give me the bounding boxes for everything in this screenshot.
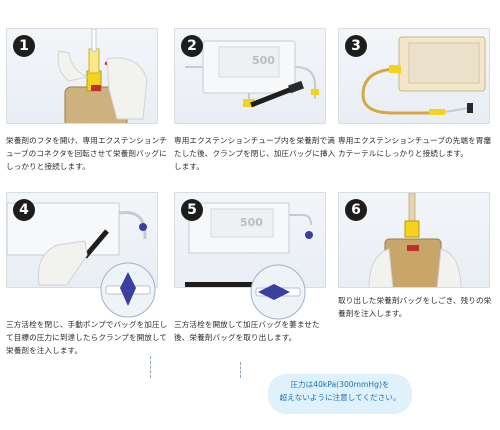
step-1-illustration bbox=[57, 29, 148, 123]
step-number: 6 bbox=[345, 199, 367, 221]
step-6-illustration bbox=[368, 193, 462, 287]
step-number: 2 bbox=[181, 35, 203, 57]
bag-label-5: 500 bbox=[240, 216, 263, 229]
leader-line-5 bbox=[240, 362, 241, 378]
step-4-caption: 三方活栓を閉じ、手動ポンプでバッグを加圧して目標の圧力に到達したらクランプを開放… bbox=[6, 320, 168, 355]
pressure-warning: 圧力は40kPa(300mmHg)を 超えないように注意してください。 bbox=[268, 374, 412, 414]
step-2-image: 2 bbox=[174, 28, 326, 124]
step-5-image: 5 bbox=[174, 192, 326, 288]
step-3-image: 3 bbox=[338, 28, 490, 124]
step-3-caption: 専用エクステンションチューブの先端を胃瘻カテーテルにしっかりと接続します。 bbox=[338, 136, 492, 158]
step-3-illustration bbox=[361, 36, 486, 115]
leader-line-4 bbox=[150, 356, 151, 378]
step-number: 1 bbox=[13, 35, 35, 57]
warning-line-2: 超えないように注意してください。 bbox=[279, 393, 401, 402]
step-number: 3 bbox=[345, 35, 367, 57]
step-6-caption: 取り出した栄養剤バッグをしごき、残りの栄養剤を注入します。 bbox=[338, 296, 492, 318]
step-number: 4 bbox=[13, 199, 35, 221]
step-2-caption: 専用エクステンションチューブ内を栄養剤で満たした後、クランプを閉じ、加圧バッグに… bbox=[174, 136, 336, 171]
step-6-image: 6 bbox=[338, 192, 490, 288]
step-5-illustration bbox=[185, 202, 313, 287]
step-2-illustration bbox=[185, 40, 319, 108]
bag-label-2: 500 bbox=[252, 54, 275, 67]
step-5-caption: 三方活栓を開放して加圧バッグを萎ませた後、栄養剤バッグを取り出します。 bbox=[174, 320, 320, 342]
step-1-caption: 栄養剤のフタを開け、専用エクステンションチューブのコネクタを回転させて栄養剤バッ… bbox=[6, 136, 167, 171]
stopcock-detail-5 bbox=[250, 264, 306, 320]
step-number: 5 bbox=[181, 199, 203, 221]
warning-line-1: 圧力は40kPa(300mmHg)を bbox=[290, 380, 390, 389]
stopcock-detail-4 bbox=[100, 262, 156, 318]
step-1-image: 1 bbox=[6, 28, 158, 124]
